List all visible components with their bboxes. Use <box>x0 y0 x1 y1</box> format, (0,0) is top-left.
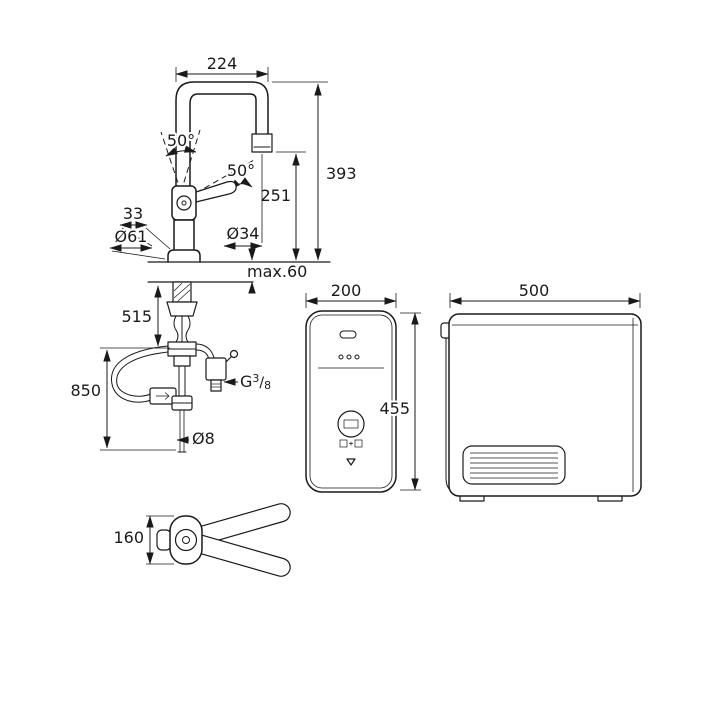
icon-right <box>354 439 363 448</box>
dim-cooler-depth: 500 <box>449 279 641 308</box>
control-button-dot <box>181 200 187 206</box>
dim-outlet-height-label: 251 <box>260 186 291 205</box>
icon-left <box>339 439 348 448</box>
thread-size-label: G3/8 <box>240 372 271 392</box>
dim-deck-thickness: max.60 <box>245 248 309 294</box>
dim-cooler-height-label: 455 <box>379 399 410 418</box>
dim-deck-thickness-label: max.60 <box>247 262 307 281</box>
cooler-front-outline <box>305 310 397 493</box>
spout-end-cap <box>251 133 273 153</box>
dim-spout-diameter-label: Ø34 <box>227 224 260 243</box>
brand-logo-mark <box>343 419 359 429</box>
cooler-side-view <box>440 313 642 502</box>
spout-inner-line <box>189 93 257 197</box>
control-button <box>176 195 192 211</box>
hose-right <box>185 315 191 343</box>
loop-hose-outer <box>111 345 169 403</box>
top-view-tab <box>156 529 172 551</box>
loop-hose-inner <box>116 351 169 397</box>
hose-left <box>173 315 179 343</box>
dim-cooler-depth-label: 500 <box>519 281 550 300</box>
dim-swivel-body: 160 <box>111 515 174 565</box>
connector-lower <box>173 355 191 367</box>
cooler-front-view <box>305 310 397 493</box>
filter-hose-diameter-callout: Ø8 <box>176 427 217 450</box>
swivel-lever-down <box>190 534 291 577</box>
mounting-nut <box>166 301 198 317</box>
dim-handle-offset: 33 <box>119 202 171 250</box>
check-valve-flow-arrow <box>156 392 170 400</box>
plus-icon <box>349 441 353 446</box>
angle-valve-outlet <box>210 379 222 392</box>
angle-valve-body <box>205 357 227 381</box>
dim-outlet-height: 251 <box>258 151 306 261</box>
dim-hose-total-label: 850 <box>70 381 101 400</box>
status-dot <box>346 354 352 360</box>
base-escutcheon <box>167 249 201 263</box>
vent-grille <box>462 445 566 485</box>
bottom-notch <box>346 458 356 466</box>
dim-hose-upper-label: 515 <box>121 307 152 326</box>
dim-total-height-label: 393 <box>326 164 357 183</box>
cooler-front-panel <box>309 314 393 489</box>
handle-swivel-dash-left <box>160 131 182 193</box>
dim-spout-diameter: Ø34 <box>223 154 263 250</box>
faucet-top-view <box>156 503 291 577</box>
status-dot <box>354 354 360 360</box>
handle-swivel-arc <box>165 145 197 157</box>
dim-cooler-width: 200 <box>305 279 397 308</box>
cooler-side-outline <box>448 313 642 497</box>
angle-spout-label: 50° <box>227 161 255 180</box>
dim-base-diameter: Ø61 <box>109 225 166 260</box>
dim-hose-upper: 515 <box>100 285 170 349</box>
brand-logo-circle <box>337 410 365 438</box>
angle-valve-handle <box>229 349 239 359</box>
filter-hose-diameter-label: Ø8 <box>192 429 215 448</box>
status-dot <box>338 354 344 360</box>
led-indicator <box>339 330 357 339</box>
thread-size-callout: G3/8 <box>223 370 273 394</box>
dim-hose-total: 850 <box>68 349 176 451</box>
dim-base-diameter-label: Ø61 <box>115 227 148 246</box>
dim-swivel-body-label: 160 <box>113 528 144 547</box>
faucet-body <box>173 219 195 253</box>
faucet-under-counter-plumbing <box>111 281 239 453</box>
faucet-front-view <box>147 81 331 283</box>
dim-cooler-height: 455 <box>377 312 421 491</box>
dim-handle-offset-label: 33 <box>123 204 143 223</box>
spout-outer-line <box>175 81 269 197</box>
dim-spout-reach-label: 224 <box>207 54 238 73</box>
dim-cooler-width-label: 200 <box>331 281 362 300</box>
dim-total-height: 393 <box>272 81 359 261</box>
top-view-cartridge <box>174 528 198 552</box>
handle-swivel-dash-right <box>180 129 201 193</box>
angle-handle-label: 50° <box>167 131 195 150</box>
lever-handle <box>195 180 237 203</box>
dim-spout-reach: 224 <box>175 52 269 82</box>
